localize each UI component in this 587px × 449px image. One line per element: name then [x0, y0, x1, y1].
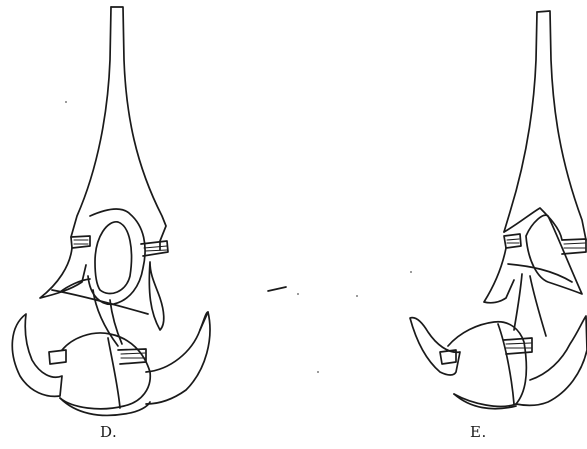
figure-d-drawing: [12, 7, 210, 415]
figure-e-drawing: [410, 11, 587, 409]
figure-label-d: D.: [100, 423, 117, 441]
figure-label-e: E.: [470, 423, 487, 441]
